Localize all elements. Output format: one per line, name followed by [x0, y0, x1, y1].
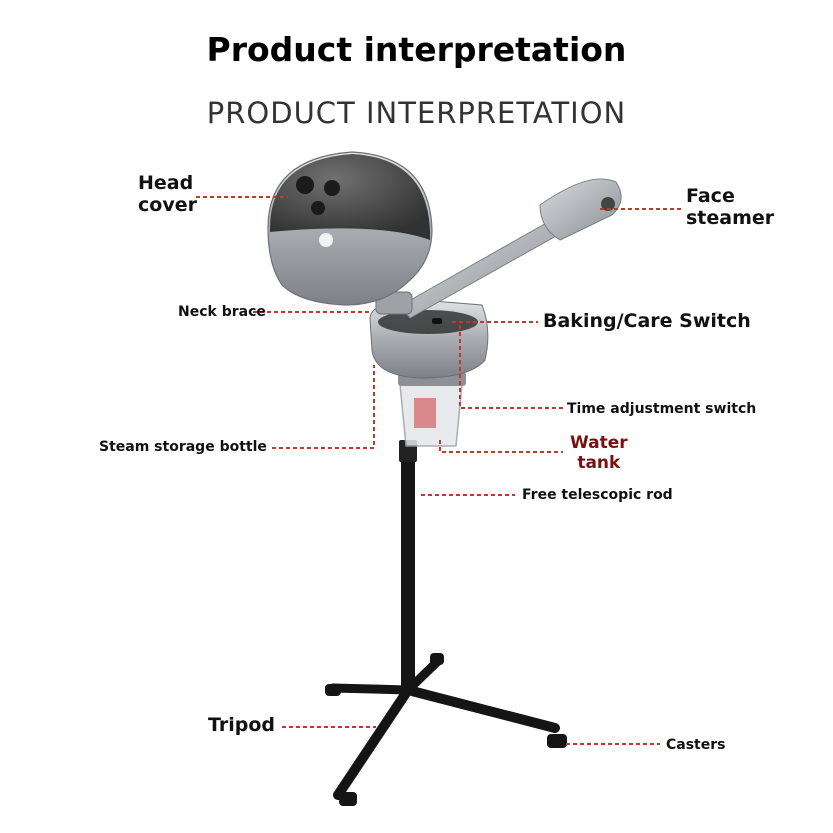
water-tank-body [398, 372, 466, 447]
label-neck-brace: Neck brace [178, 304, 266, 320]
label-casters: Casters [666, 737, 726, 753]
label-baking-care-switch: Baking/Care Switch [543, 310, 751, 332]
label-face-steamer: Face steamer [686, 185, 775, 230]
page-subtitle: PRODUCT INTERPRETATION [206, 96, 627, 130]
label-steam-storage-bottle: Steam storage bottle [99, 439, 267, 455]
label-water-tank-line2: tank [577, 452, 621, 473]
label-face-steamer-line1: Face [686, 185, 735, 207]
tripod-base [328, 657, 560, 800]
label-time-adjustment-switch: Time adjustment switch [567, 401, 757, 417]
label-head-cover-line2: cover [138, 193, 197, 216]
page-title: Product interpretation [206, 30, 627, 69]
label-free-telescopic-rod: Free telescopic rod [522, 487, 673, 503]
label-head-cover: Head cover [138, 172, 197, 217]
label-water-tank: Water tank [570, 433, 628, 473]
leader-lines [196, 196, 683, 745]
label-water-tank-line1: Water [570, 433, 628, 453]
label-head-cover-line1: Head [138, 172, 194, 194]
head-dome [267, 151, 433, 306]
control-housing [369, 299, 489, 379]
telescopic-rod [399, 440, 417, 695]
steamer-arm [399, 178, 622, 319]
casters-wheels [325, 653, 567, 806]
label-tripod: Tripod [208, 714, 276, 736]
label-face-steamer-line2: steamer [686, 206, 775, 229]
